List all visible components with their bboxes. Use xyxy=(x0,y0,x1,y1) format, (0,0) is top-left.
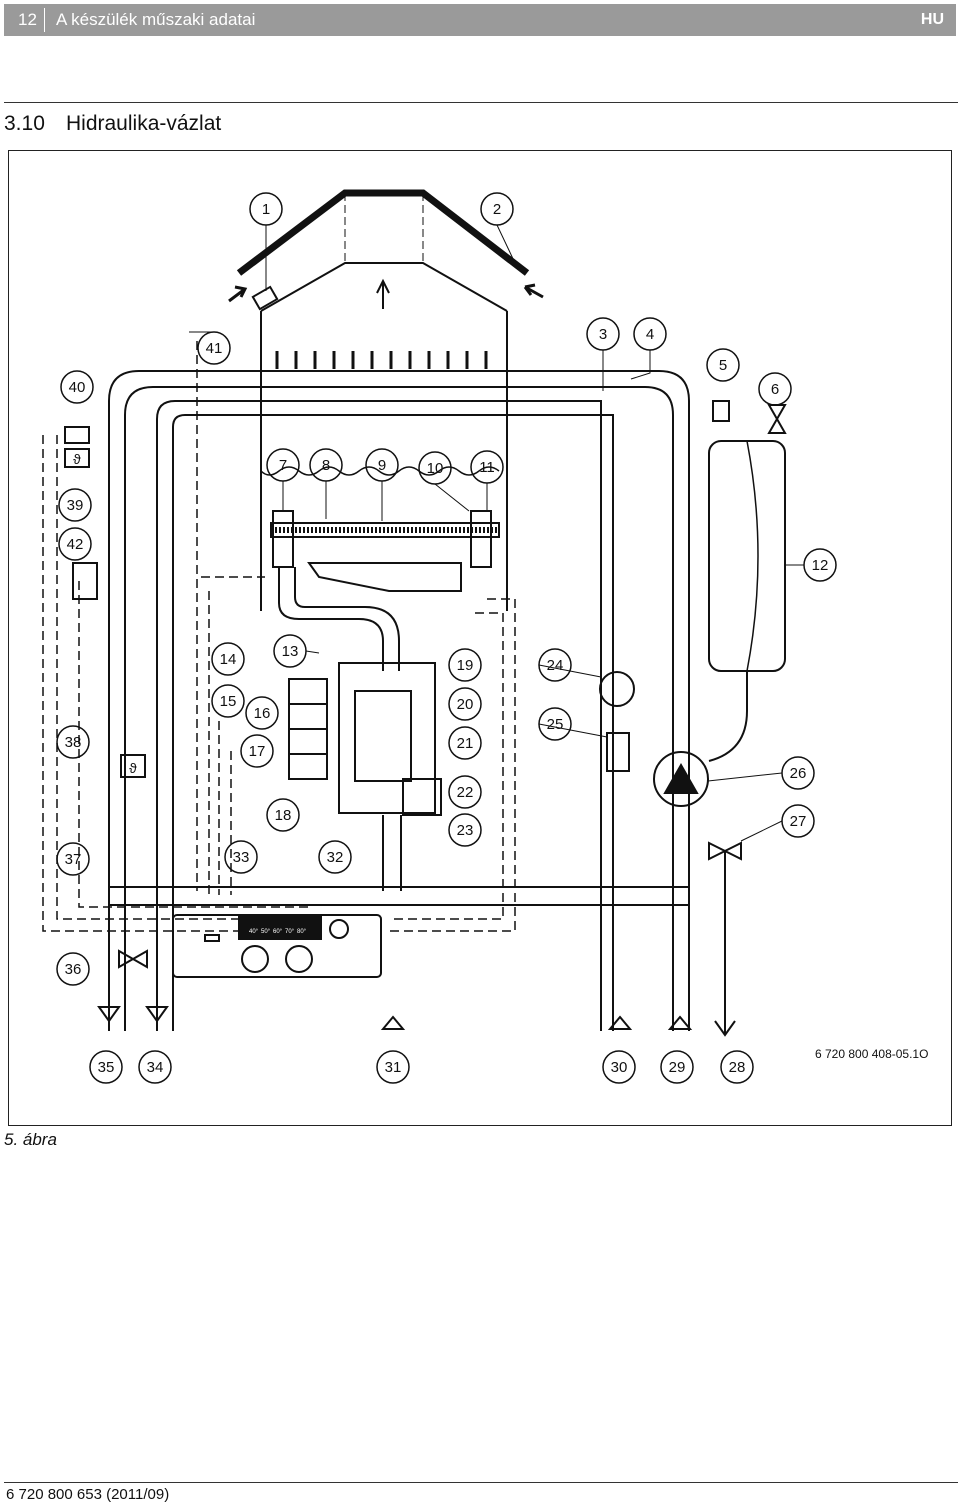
callout-7: 7 xyxy=(279,457,287,474)
callout-17: 17 xyxy=(249,743,266,760)
callout-21: 21 xyxy=(457,735,474,752)
section-title: Hidraulika-vázlat xyxy=(66,112,222,135)
gas-valve-assembly xyxy=(288,662,442,891)
temperature-sensor-symbol: ϑ xyxy=(129,760,137,776)
callout-32: 32 xyxy=(327,849,344,866)
callout-8: 8 xyxy=(322,457,330,474)
page-header-bar: 12 A készülék műszaki adatai HU xyxy=(4,4,956,36)
callout-25: 25 xyxy=(547,716,564,733)
callout-4: 4 xyxy=(646,326,654,343)
callout-15: 15 xyxy=(220,693,237,710)
callout-35: 35 xyxy=(98,1059,115,1076)
callout-29: 29 xyxy=(669,1059,686,1076)
left-sensors: ϑ ϑ xyxy=(64,426,146,778)
header-title: A készülék műszaki adatai xyxy=(56,10,256,29)
callout-31: 31 xyxy=(385,1059,402,1076)
section-rule xyxy=(4,102,958,103)
callout-30: 30 xyxy=(611,1059,628,1076)
flue-hood xyxy=(228,189,544,611)
callout-12: 12 xyxy=(812,557,829,574)
callout-6: 6 xyxy=(771,381,779,398)
combustion-chamber xyxy=(260,466,500,671)
callout-labels: 1 2 3 4 5 6 7 8 9 10 11 12 13 14 15 16 1… xyxy=(65,201,829,1076)
callout-40: 40 xyxy=(69,379,86,396)
callout-38: 38 xyxy=(65,734,82,751)
callout-34: 34 xyxy=(147,1059,164,1076)
control-wiring xyxy=(42,341,516,932)
callout-14: 14 xyxy=(220,651,237,668)
safety-valve xyxy=(767,404,787,434)
callout-42: 42 xyxy=(67,536,84,553)
callout-28: 28 xyxy=(729,1059,746,1076)
air-vent xyxy=(712,400,730,422)
tick-60: 60° xyxy=(273,929,283,935)
expansion-vessel xyxy=(708,440,786,762)
callout-23: 23 xyxy=(457,822,474,839)
display-ticks: 40° 50° 60° 70° 80° xyxy=(249,929,307,935)
tick-50: 50° xyxy=(261,929,271,935)
pressure-relief-valve xyxy=(708,841,742,1027)
callout-11: 11 xyxy=(479,459,495,476)
header-separator xyxy=(44,8,45,32)
callout-2: 2 xyxy=(493,201,501,218)
section-number: 3.10 xyxy=(4,112,45,135)
callout-1: 1 xyxy=(262,201,270,218)
callout-41: 41 xyxy=(206,340,223,357)
language-code: HU xyxy=(920,11,944,28)
callout-37: 37 xyxy=(65,851,82,868)
callout-16: 16 xyxy=(254,705,271,722)
callout-13: 13 xyxy=(282,643,299,660)
callout-27: 27 xyxy=(790,813,807,830)
callout-18: 18 xyxy=(275,807,292,824)
callout-3: 3 xyxy=(599,326,607,343)
callout-5: 5 xyxy=(719,357,727,374)
drain-valve xyxy=(118,949,148,969)
circulation-pump xyxy=(653,751,709,807)
callout-39: 39 xyxy=(67,497,84,514)
page-number: 12 xyxy=(18,10,37,29)
document-code: 6 720 800 653 (2011/09) xyxy=(6,1486,170,1503)
temperature-limiter-symbol: ϑ xyxy=(73,451,81,467)
footer-rule xyxy=(4,1482,958,1483)
hydraulic-diagram: ϑ ϑ 40° 50° 60° 70° 80° xyxy=(42,189,928,1084)
flue-sensor xyxy=(251,285,279,311)
callout-9: 9 xyxy=(378,457,386,474)
callout-19: 19 xyxy=(457,657,474,674)
tick-80: 80° xyxy=(297,929,307,935)
callout-leaders xyxy=(189,224,804,842)
primary-circuit-pipes xyxy=(108,370,690,1031)
callout-26: 26 xyxy=(790,765,807,782)
connection-symbols xyxy=(97,1006,736,1037)
figure-caption: 5. ábra xyxy=(4,1130,57,1149)
heat-exchanger-fins xyxy=(275,351,488,369)
callout-10: 10 xyxy=(427,460,444,477)
hydraulic-diagram-figure: ϑ ϑ 40° 50° 60° 70° 80° xyxy=(8,150,952,1126)
figure-reference-code: 6 720 800 408-05.1O xyxy=(815,1047,928,1061)
flow-meter xyxy=(599,671,635,772)
control-panel xyxy=(172,914,382,978)
callout-22: 22 xyxy=(457,784,474,801)
callout-33: 33 xyxy=(233,849,250,866)
section-heading: 3.10 Hidraulika-vázlat xyxy=(4,112,221,136)
callout-20: 20 xyxy=(457,696,474,713)
tick-40: 40° xyxy=(249,929,259,935)
callout-36: 36 xyxy=(65,961,82,978)
tick-70: 70° xyxy=(285,929,295,935)
callout-24: 24 xyxy=(547,657,564,674)
